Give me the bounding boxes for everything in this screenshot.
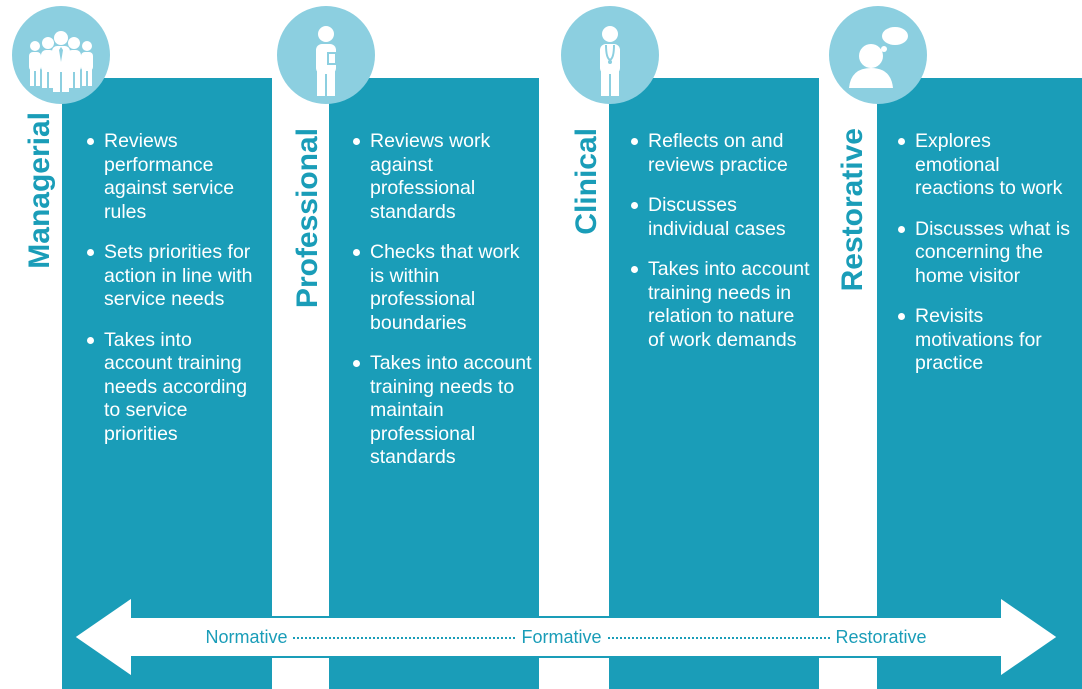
restorative-panel	[877, 78, 1082, 689]
scale-label-normative: Normative	[205, 626, 288, 647]
list-item: Takes into account training needs accord…	[86, 329, 261, 447]
clinical-panel	[609, 78, 819, 689]
list-item: Reviews work against professional standa…	[352, 130, 532, 224]
professional-bullets: Reviews work against professional standa…	[352, 130, 532, 487]
list-item: Sets priorities for action in line with …	[86, 241, 261, 312]
clinical-bullets: Reflects on and reviews practice Discuss…	[630, 130, 815, 369]
clinical-label: Clinical	[570, 128, 603, 235]
professional-label: Professional	[291, 128, 324, 309]
managerial-panel	[62, 78, 272, 689]
managerial-label: Managerial	[23, 112, 56, 269]
list-item: Takes into account training needs in rel…	[630, 258, 815, 352]
restorative-label: Restorative	[836, 128, 869, 292]
group-of-people-icon	[12, 6, 110, 104]
continuum-arrow: Normative Formative Restorative	[70, 593, 1062, 681]
dotted-divider	[607, 637, 830, 639]
list-item: Reviews performance against service rule…	[86, 130, 261, 224]
doctor-with-stethoscope-icon	[561, 6, 659, 104]
managerial-bullets: Reviews performance against service rule…	[86, 130, 261, 463]
list-item: Explores emotional reactions to work	[897, 130, 1077, 201]
professional-panel	[329, 78, 539, 689]
list-item: Discusses individual cases	[630, 194, 815, 241]
restorative-bullets: Explores emotional reactions to work Dis…	[897, 130, 1077, 393]
scale-label-formative: Formative	[521, 626, 602, 647]
list-item: Revisits motivations for practice	[897, 305, 1077, 376]
list-item: Discusses what is concerning the home vi…	[897, 218, 1077, 289]
person-thinking-icon	[829, 6, 927, 104]
list-item: Takes into account training needs to mai…	[352, 352, 532, 470]
list-item: Checks that work is within professional …	[352, 241, 532, 335]
list-item: Reflects on and reviews practice	[630, 130, 815, 177]
scale-label-restorative: Restorative	[835, 626, 927, 647]
dotted-divider	[293, 637, 516, 639]
person-with-clipboard-icon	[277, 6, 375, 104]
